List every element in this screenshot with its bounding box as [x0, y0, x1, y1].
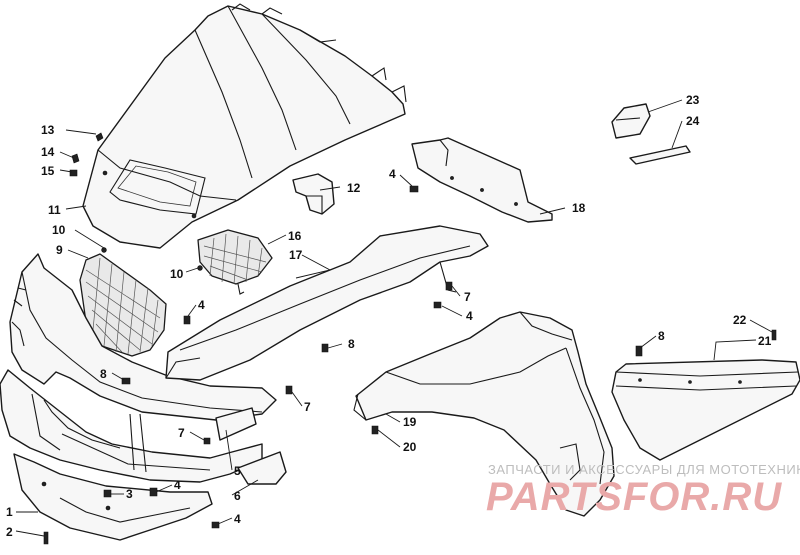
fastener-7b — [285, 385, 293, 395]
fastener-8b — [321, 343, 329, 353]
callout-21: 21 — [758, 334, 772, 348]
callout-4-bumper: 4 — [174, 478, 181, 492]
front-fascia-part — [0, 253, 277, 541]
fastener-3 — [103, 489, 112, 498]
callout-9: 9 — [56, 243, 63, 257]
fastener-15 — [69, 169, 78, 177]
watermark-tagline: ЗАПЧАСТИ И АКСЕССУАРЫ ДЛЯ МОТОТЕХНИКИ — [488, 462, 800, 477]
callout-3: 3 — [126, 487, 133, 501]
callout-4-plate: 4 — [389, 167, 396, 181]
hood-bracket-part — [292, 173, 335, 215]
callout-4-grille: 4 — [198, 298, 205, 312]
callout-19: 19 — [403, 415, 417, 429]
callout-8-fascia: 8 — [100, 367, 107, 381]
callout-16: 16 — [288, 229, 302, 243]
hood-part — [82, 3, 407, 249]
callout-13: 13 — [41, 123, 55, 137]
callout-8-pan: 8 — [658, 329, 665, 343]
fastener-2 — [43, 531, 49, 545]
fastener-7a — [445, 281, 453, 291]
callout-24: 24 — [686, 114, 700, 128]
side-pan-part — [611, 359, 800, 461]
callout-6: 6 — [234, 489, 241, 503]
callout-10-lower: 10 — [170, 267, 184, 281]
watermark: ЗАПЧАСТИ И АКСЕССУАРЫ ДЛЯ МОТОТЕХНИКИ PA… — [486, 462, 800, 519]
watermark-logo: PARTSFOR.RU — [486, 475, 782, 519]
fastener-22 — [771, 329, 777, 341]
callout-12: 12 — [347, 181, 361, 195]
callout-4-bottom: 4 — [234, 512, 241, 526]
fastener-8c — [635, 345, 643, 357]
fastener-10a — [101, 247, 107, 253]
callout-labels: 13 14 15 11 10 9 10 12 16 17 4 18 23 24 … — [6, 93, 772, 539]
reflector-part — [611, 103, 651, 139]
front-fender-part — [353, 311, 615, 517]
fastener-13 — [95, 132, 104, 142]
fastener-14 — [71, 153, 80, 164]
callout-2: 2 — [6, 525, 13, 539]
callout-5: 5 — [234, 464, 241, 478]
fastener-4e — [211, 521, 220, 529]
callout-7-side: 7 — [464, 290, 471, 304]
callout-22: 22 — [733, 313, 747, 327]
callout-7-lower: 7 — [178, 426, 185, 440]
leader-lines — [15, 99, 773, 537]
fastener-7c — [203, 437, 211, 445]
callout-18: 18 — [572, 201, 586, 215]
callout-11: 11 — [48, 203, 61, 217]
callout-23: 23 — [686, 93, 700, 107]
fasteners — [43, 132, 777, 545]
callout-17: 17 — [289, 248, 303, 262]
fastener-4d — [149, 487, 158, 497]
fastener-4a — [409, 185, 419, 193]
decal-strip-part — [629, 145, 691, 165]
callout-10: 10 — [52, 223, 66, 237]
fastener-20 — [371, 425, 379, 435]
callout-15: 15 — [41, 164, 55, 178]
callout-1: 1 — [6, 505, 13, 519]
small-grille-part — [197, 229, 273, 295]
callout-7-fascia: 7 — [304, 400, 311, 414]
fastener-4c — [433, 301, 442, 309]
fastener-4b — [183, 315, 191, 325]
mount-plate-part — [411, 137, 553, 223]
fastener-8a — [121, 377, 131, 385]
callout-20: 20 — [403, 440, 417, 454]
callout-8-panel: 8 — [348, 337, 355, 351]
callout-4-side: 4 — [466, 309, 473, 323]
callout-14: 14 — [41, 145, 55, 159]
fastener-10b — [197, 265, 203, 271]
